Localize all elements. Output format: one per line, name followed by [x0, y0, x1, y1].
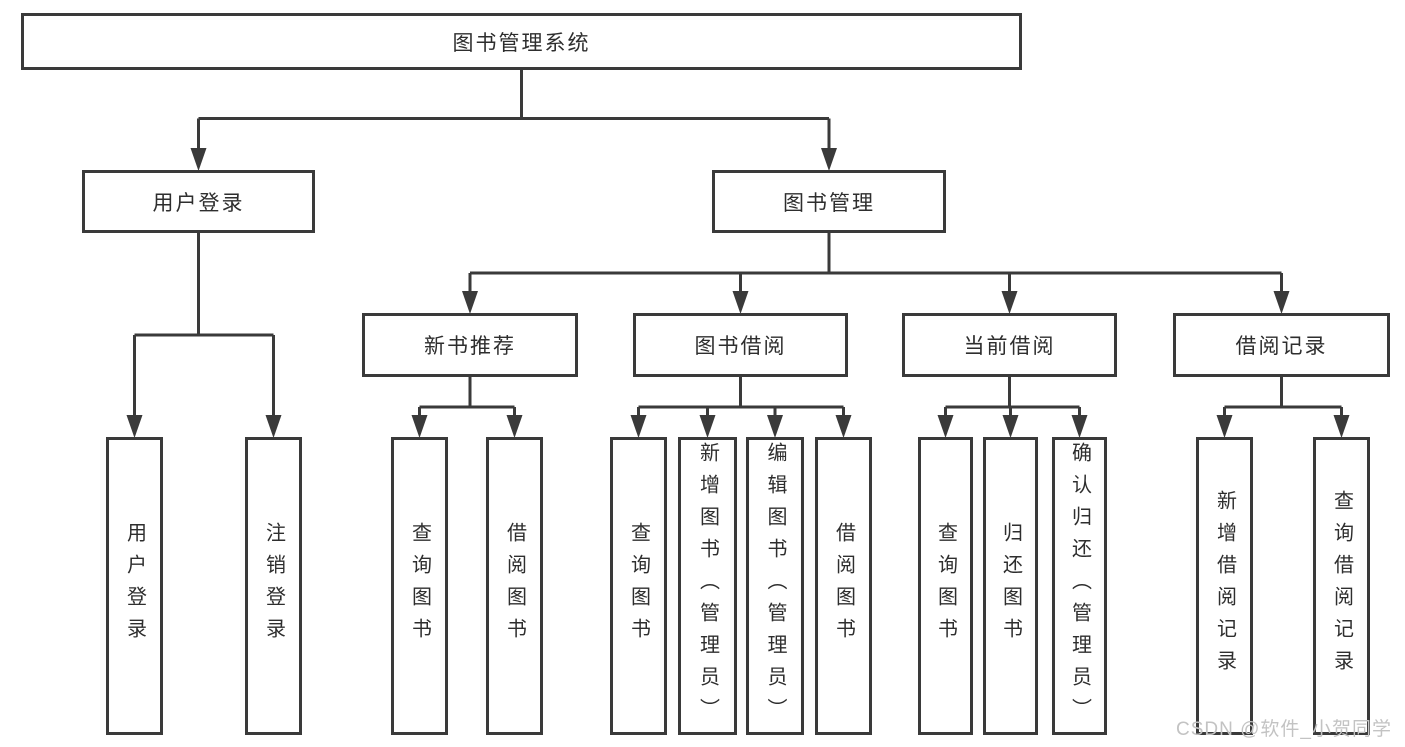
leaf-logout: 注销登录: [245, 437, 302, 735]
node-book-borrow-label: 图书借阅: [694, 335, 787, 358]
connector-current-borrow-branch: [937, 375, 1088, 438]
node-library-system-label: 图书管理系统: [452, 31, 591, 55]
leaf-return-book: 归还图书: [983, 437, 1038, 735]
leaf-add-book-admin-label: 新增图书（管理员）: [696, 442, 719, 730]
node-library-system: 图书管理系统: [21, 13, 1022, 70]
leaf-query-borrow-record-label: 查询借阅记录: [1330, 490, 1353, 682]
leaf-return-book-label: 归还图书: [999, 522, 1022, 650]
node-borrow-records-label: 借阅记录: [1235, 335, 1328, 358]
node-current-borrow-label: 当前借阅: [963, 335, 1056, 358]
leaf-borrow-books: 借阅图书: [815, 437, 872, 735]
leaf-user-login: 用户登录: [106, 437, 163, 735]
node-new-book-recommend-label: 新书推荐: [424, 335, 516, 358]
leaf-borrow-books-recommend-label: 借阅图书: [503, 522, 526, 650]
node-book-borrow: 图书借阅: [633, 313, 848, 377]
node-new-book-recommend: 新书推荐: [362, 313, 578, 377]
leaf-edit-book-admin: 编辑图书（管理员）: [746, 437, 804, 735]
leaf-query-books-current: 查询图书: [918, 437, 973, 735]
connector-book-borrow-branch: [630, 375, 852, 438]
leaf-query-borrow-record: 查询借阅记录: [1313, 437, 1370, 735]
connector-root-to-level2: [190, 68, 837, 171]
node-user-login-label: 用户登录: [152, 191, 245, 215]
node-borrow-records: 借阅记录: [1173, 313, 1390, 377]
leaf-add-borrow-record: 新增借阅记录: [1196, 437, 1253, 735]
leaf-edit-book-admin-label: 编辑图书（管理员）: [764, 442, 786, 730]
connector-book-management-branch: [462, 231, 1290, 314]
leaf-borrow-books-label: 借阅图书: [832, 522, 855, 650]
node-current-borrow: 当前借阅: [902, 313, 1117, 377]
leaf-user-login-label: 用户登录: [123, 522, 146, 650]
leaf-query-books-recommend-label: 查询图书: [408, 522, 431, 650]
leaf-add-book-admin: 新增图书（管理员）: [678, 437, 737, 735]
connector-new-book-recommend-branch: [411, 375, 523, 438]
leaf-add-borrow-record-label: 新增借阅记录: [1213, 490, 1236, 682]
node-user-login: 用户登录: [82, 170, 315, 233]
node-book-management-label: 图书管理: [783, 191, 875, 215]
leaf-logout-label: 注销登录: [262, 522, 285, 650]
leaf-query-books-borrow: 查询图书: [610, 437, 667, 735]
connector-user-login-branch: [126, 231, 282, 438]
leaf-confirm-return-admin-label: 确认归还（管理员）: [1068, 442, 1091, 730]
leaf-query-books-current-label: 查询图书: [934, 522, 957, 650]
leaf-confirm-return-admin: 确认归还（管理员）: [1052, 437, 1107, 735]
node-book-management: 图书管理: [712, 170, 946, 233]
leaf-borrow-books-recommend: 借阅图书: [486, 437, 543, 735]
leaf-query-books-recommend: 查询图书: [391, 437, 448, 735]
connector-borrow-records-branch: [1216, 375, 1350, 438]
watermark: CSDN @软件_小贺同学: [1176, 719, 1392, 740]
leaf-query-books-borrow-label: 查询图书: [627, 522, 650, 650]
